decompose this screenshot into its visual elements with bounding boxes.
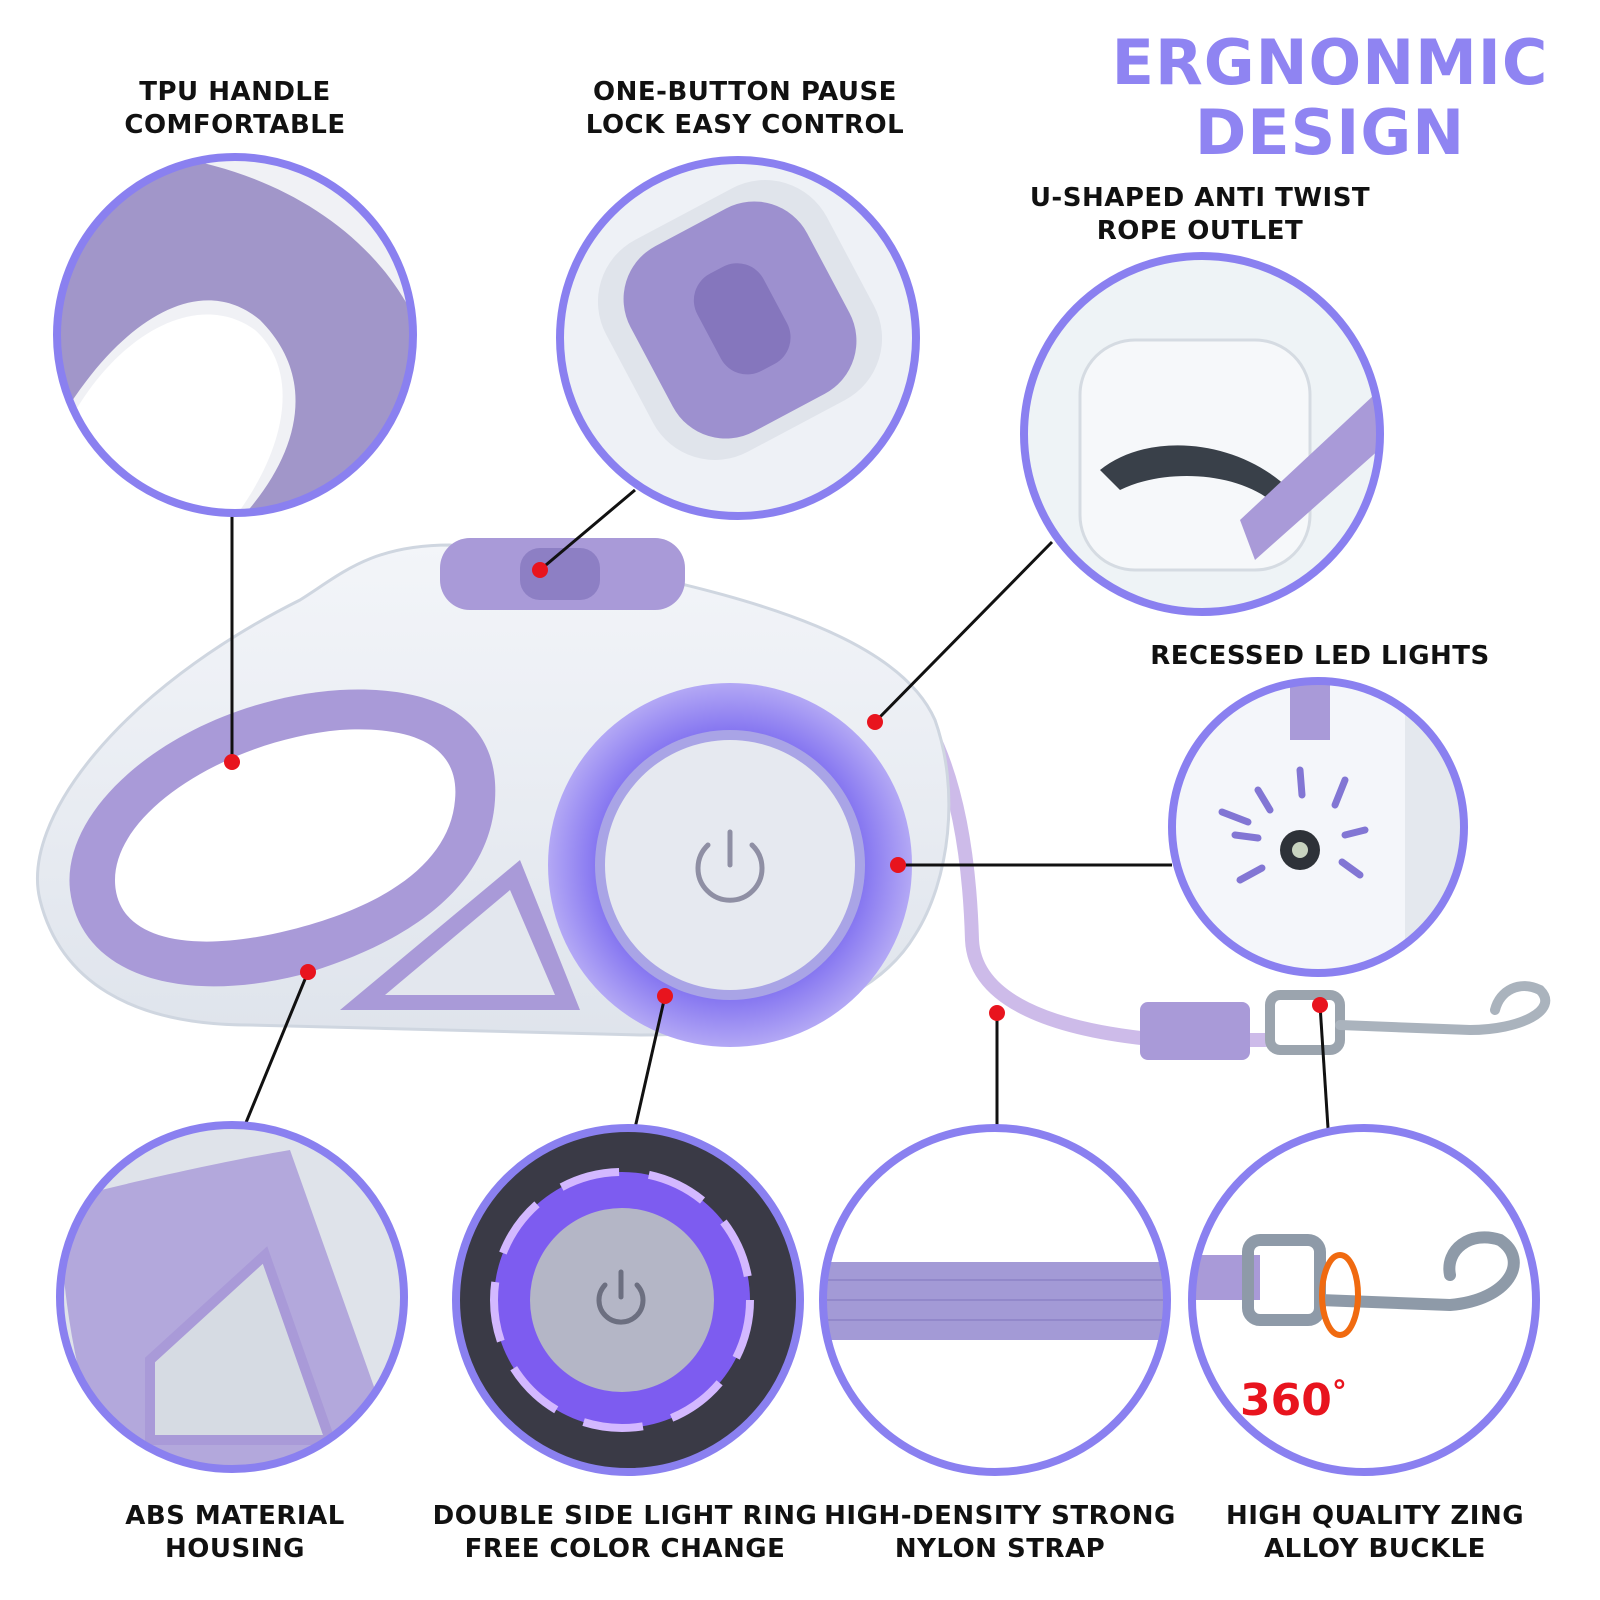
callout-markers xyxy=(224,562,1328,1021)
zoom-alloy-buckle xyxy=(1188,1124,1540,1476)
label-pause-lock: ONE-BUTTON PAUSE LOCK EASY CONTROL xyxy=(585,77,905,140)
zoom-led-lights xyxy=(1168,677,1468,977)
label-led-lights: RECESSED LED LIGHTS xyxy=(1150,641,1490,671)
rotation-value: 360 xyxy=(1240,1375,1332,1426)
headline-line2: DESIGN xyxy=(1194,96,1466,169)
handle-hole xyxy=(115,729,456,942)
zoom-abs-housing xyxy=(56,1121,408,1473)
label-nylon-strap: HIGH-DENSITY STRONG NYLON STRAP xyxy=(824,1501,1176,1564)
rotation-arrow-icon xyxy=(1319,1252,1361,1338)
label-light-ring: DOUBLE SIDE LIGHT RING FREE COLOR CHANGE xyxy=(432,1501,818,1564)
rotation-label: 360° xyxy=(1240,1375,1347,1426)
label-abs-housing: ABS MATERIAL HOUSING xyxy=(125,1501,345,1564)
strap xyxy=(923,723,1272,1047)
zoom-pause-lock xyxy=(556,156,920,520)
connector-lines xyxy=(230,488,1330,1129)
label-alloy-buckle: HIGH QUALITY ZING ALLOY BUCKLE xyxy=(1225,1501,1525,1564)
zoom-nylon-strap xyxy=(819,1124,1171,1476)
strap-clip xyxy=(1140,1002,1250,1060)
headline: ERGNONMIC DESIGN xyxy=(1105,28,1555,168)
snap-hook-icon xyxy=(1265,981,1551,1055)
label-tpu-handle: TPU HANDLE COMFORTABLE xyxy=(124,77,346,140)
degree-symbol: ° xyxy=(1331,1375,1347,1410)
headline-line1: ERGNONMIC xyxy=(1111,26,1549,99)
led-light-icon xyxy=(1218,766,1369,884)
retractable-leash-body xyxy=(35,538,1551,1060)
zoom-light-ring xyxy=(452,1124,804,1476)
power-icon xyxy=(695,842,765,903)
zoom-tpu-handle xyxy=(53,153,417,517)
zoom-rope-outlet xyxy=(1020,252,1384,616)
label-rope-outlet: U-SHAPED ANTI TWIST ROPE OUTLET xyxy=(1029,183,1371,246)
